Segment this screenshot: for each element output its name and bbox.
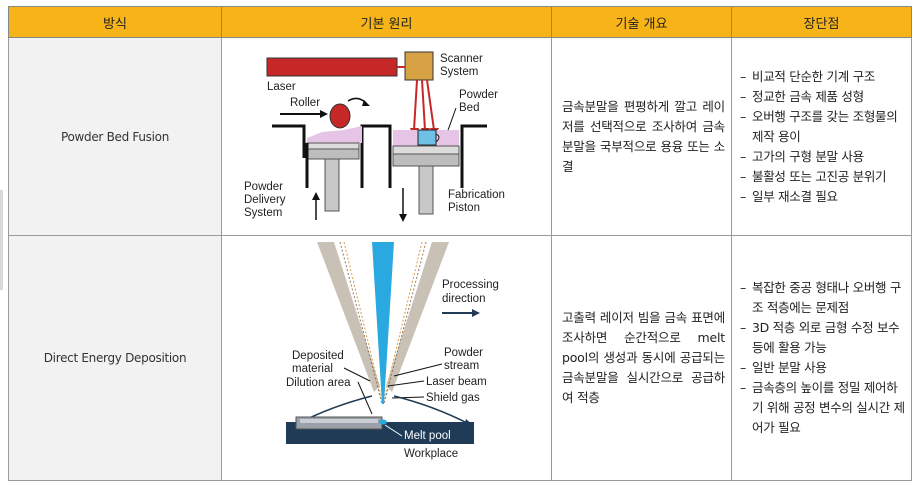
label-shield-gas: Shield gas	[426, 392, 480, 404]
list-dash: –	[740, 108, 746, 124]
list-dash: –	[740, 88, 746, 104]
roller	[329, 103, 351, 129]
label-deposited-2: material	[292, 363, 333, 375]
scanner-box	[404, 51, 434, 81]
label-laser: Laser	[267, 81, 296, 93]
label-powder-bed-2: Bed	[459, 102, 479, 114]
list-item-text: 일반 분말 사용	[752, 360, 827, 375]
method-cell: Powder Bed Fusion	[8, 37, 222, 236]
nozzle-left	[317, 242, 380, 392]
list-item-text: 불활성 또는 고진공 분위기	[752, 168, 887, 184]
header-overview: 기술 개요	[551, 6, 732, 38]
label-powder-bed-1: Powder	[459, 89, 498, 101]
label-powder-stream-1: Powder	[444, 347, 483, 359]
list-item: –비교적 단순한 기계 구조	[740, 67, 907, 87]
pbf-diagram-cell: Laser Scanner System Roller Powder Bed	[221, 37, 552, 236]
list-item: –오버행 구조를 갖는 조형물의 제작 용이	[740, 107, 907, 147]
label-delivery-2: Delivery	[244, 194, 286, 206]
list-item: –금속층의 높이를 정밀 제어하기 위해 공정 변수의 실시간 제어가 필요	[740, 378, 907, 438]
label-workplace: Workplace	[404, 448, 458, 460]
header-row: 방식 기본 원리 기술 개요 장단점	[8, 6, 912, 38]
overview-cell: 고출력 레이저 빔을 금속 표면에 조사하면 순간적으로 melt pool의 …	[551, 235, 732, 481]
list-dash: –	[740, 320, 746, 335]
header-principle: 기본 원리	[221, 6, 552, 38]
list-dash: –	[740, 168, 746, 184]
label-laser-beam: Laser beam	[426, 376, 487, 388]
list-dash: –	[740, 148, 746, 164]
list-item-text: 정교한 금속 제품 성형	[752, 88, 864, 104]
powder-bed-fusion-diagram: Laser Scanner System Roller Powder Bed	[244, 51, 505, 222]
list-item-text: 오버행 구조를 갖는 조형물의 제작 용이	[752, 108, 898, 144]
list-item: –일부 재소결 필요	[740, 187, 907, 207]
label-delivery-3: System	[244, 207, 282, 219]
list-item-text: 복잡한 중공 형태나 오버행 구조 적층에는 문제점	[752, 280, 902, 315]
label-fabrication-1: Fabrication	[448, 189, 505, 201]
header-method: 방식	[8, 6, 222, 38]
label-scanner-1: Scanner	[440, 53, 483, 65]
list-dash: –	[740, 280, 746, 295]
side-tab-marker	[0, 190, 3, 290]
list-dash: –	[740, 360, 746, 375]
label-scanner-2: System	[440, 66, 478, 78]
laser-beam	[372, 242, 394, 404]
ded-diagram-cell: Processing direction Deposited material …	[221, 235, 552, 481]
list-item-text: 비교적 단순한 기계 구조	[752, 68, 876, 84]
direct-energy-deposition-diagram: Processing direction Deposited material …	[286, 241, 499, 460]
list-dash: –	[740, 188, 746, 204]
label-powder-stream-2: stream	[444, 360, 479, 372]
label-processing-2: direction	[442, 293, 485, 305]
list-dash: –	[740, 68, 746, 84]
list-item: –복잡한 중공 형태나 오버행 구조 적층에는 문제점	[740, 278, 907, 318]
label-delivery-1: Powder	[244, 181, 283, 193]
list-item: –불활성 또는 고진공 분위기	[740, 167, 907, 187]
melt-pool	[379, 419, 387, 425]
pros-cons-list: –복잡한 중공 형태나 오버행 구조 적층에는 문제점 –3D 적층 외로 금형…	[740, 278, 907, 438]
list-item-text: 고가의 구형 분말 사용	[752, 148, 864, 164]
list-item: –정교한 금속 제품 성형	[740, 87, 907, 107]
label-dilution: Dilution area	[286, 377, 351, 389]
method-cell: Direct Energy Deposition	[8, 235, 222, 481]
pros-cons-list: –비교적 단순한 기계 구조 –정교한 금속 제품 성형 –오버행 구조를 갖는…	[740, 67, 907, 207]
list-item: –일반 분말 사용	[740, 358, 907, 378]
list-item-text: 일부 재소결 필요	[752, 188, 838, 204]
pros-cons-cell: –비교적 단순한 기계 구조 –정교한 금속 제품 성형 –오버행 구조를 갖는…	[731, 37, 912, 236]
list-item-text: 금속층의 높이를 정밀 제어하기 위해 공정 변수의 실시간 제어가 필요	[752, 380, 905, 435]
header-pros-cons: 장단점	[731, 6, 912, 38]
pros-cons-cell: –복잡한 중공 형태나 오버행 구조 적층에는 문제점 –3D 적층 외로 금형…	[731, 235, 912, 481]
laser-source	[266, 57, 398, 77]
table-row-ded: Direct Energy Deposition Processing dire…	[8, 235, 912, 481]
table-row-pbf: Powder Bed Fusion Laser Scanner System	[8, 37, 912, 236]
list-item: –고가의 구형 분말 사용	[740, 147, 907, 167]
overview-cell: 금속분말을 편평하게 깔고 레이저를 선택적으로 조사하여 금속분말을 국부적으…	[551, 37, 732, 236]
list-item: –3D 적층 외로 금형 수정 보수 등에 활용 가능	[740, 318, 907, 358]
label-deposited-1: Deposited	[292, 350, 344, 362]
label-fabrication-2: Piston	[448, 202, 480, 214]
am-methods-table: 방식 기본 원리 기술 개요 장단점 Powder Bed Fusion	[8, 6, 912, 481]
printed-part	[417, 129, 437, 146]
label-roller: Roller	[290, 97, 320, 109]
list-dash: –	[740, 380, 746, 395]
nozzle-right	[386, 242, 449, 392]
label-melt-pool: Melt pool	[404, 430, 451, 442]
label-processing-1: Processing	[442, 279, 499, 291]
list-item-text: 3D 적층 외로 금형 수정 보수 등에 활용 가능	[752, 320, 900, 355]
